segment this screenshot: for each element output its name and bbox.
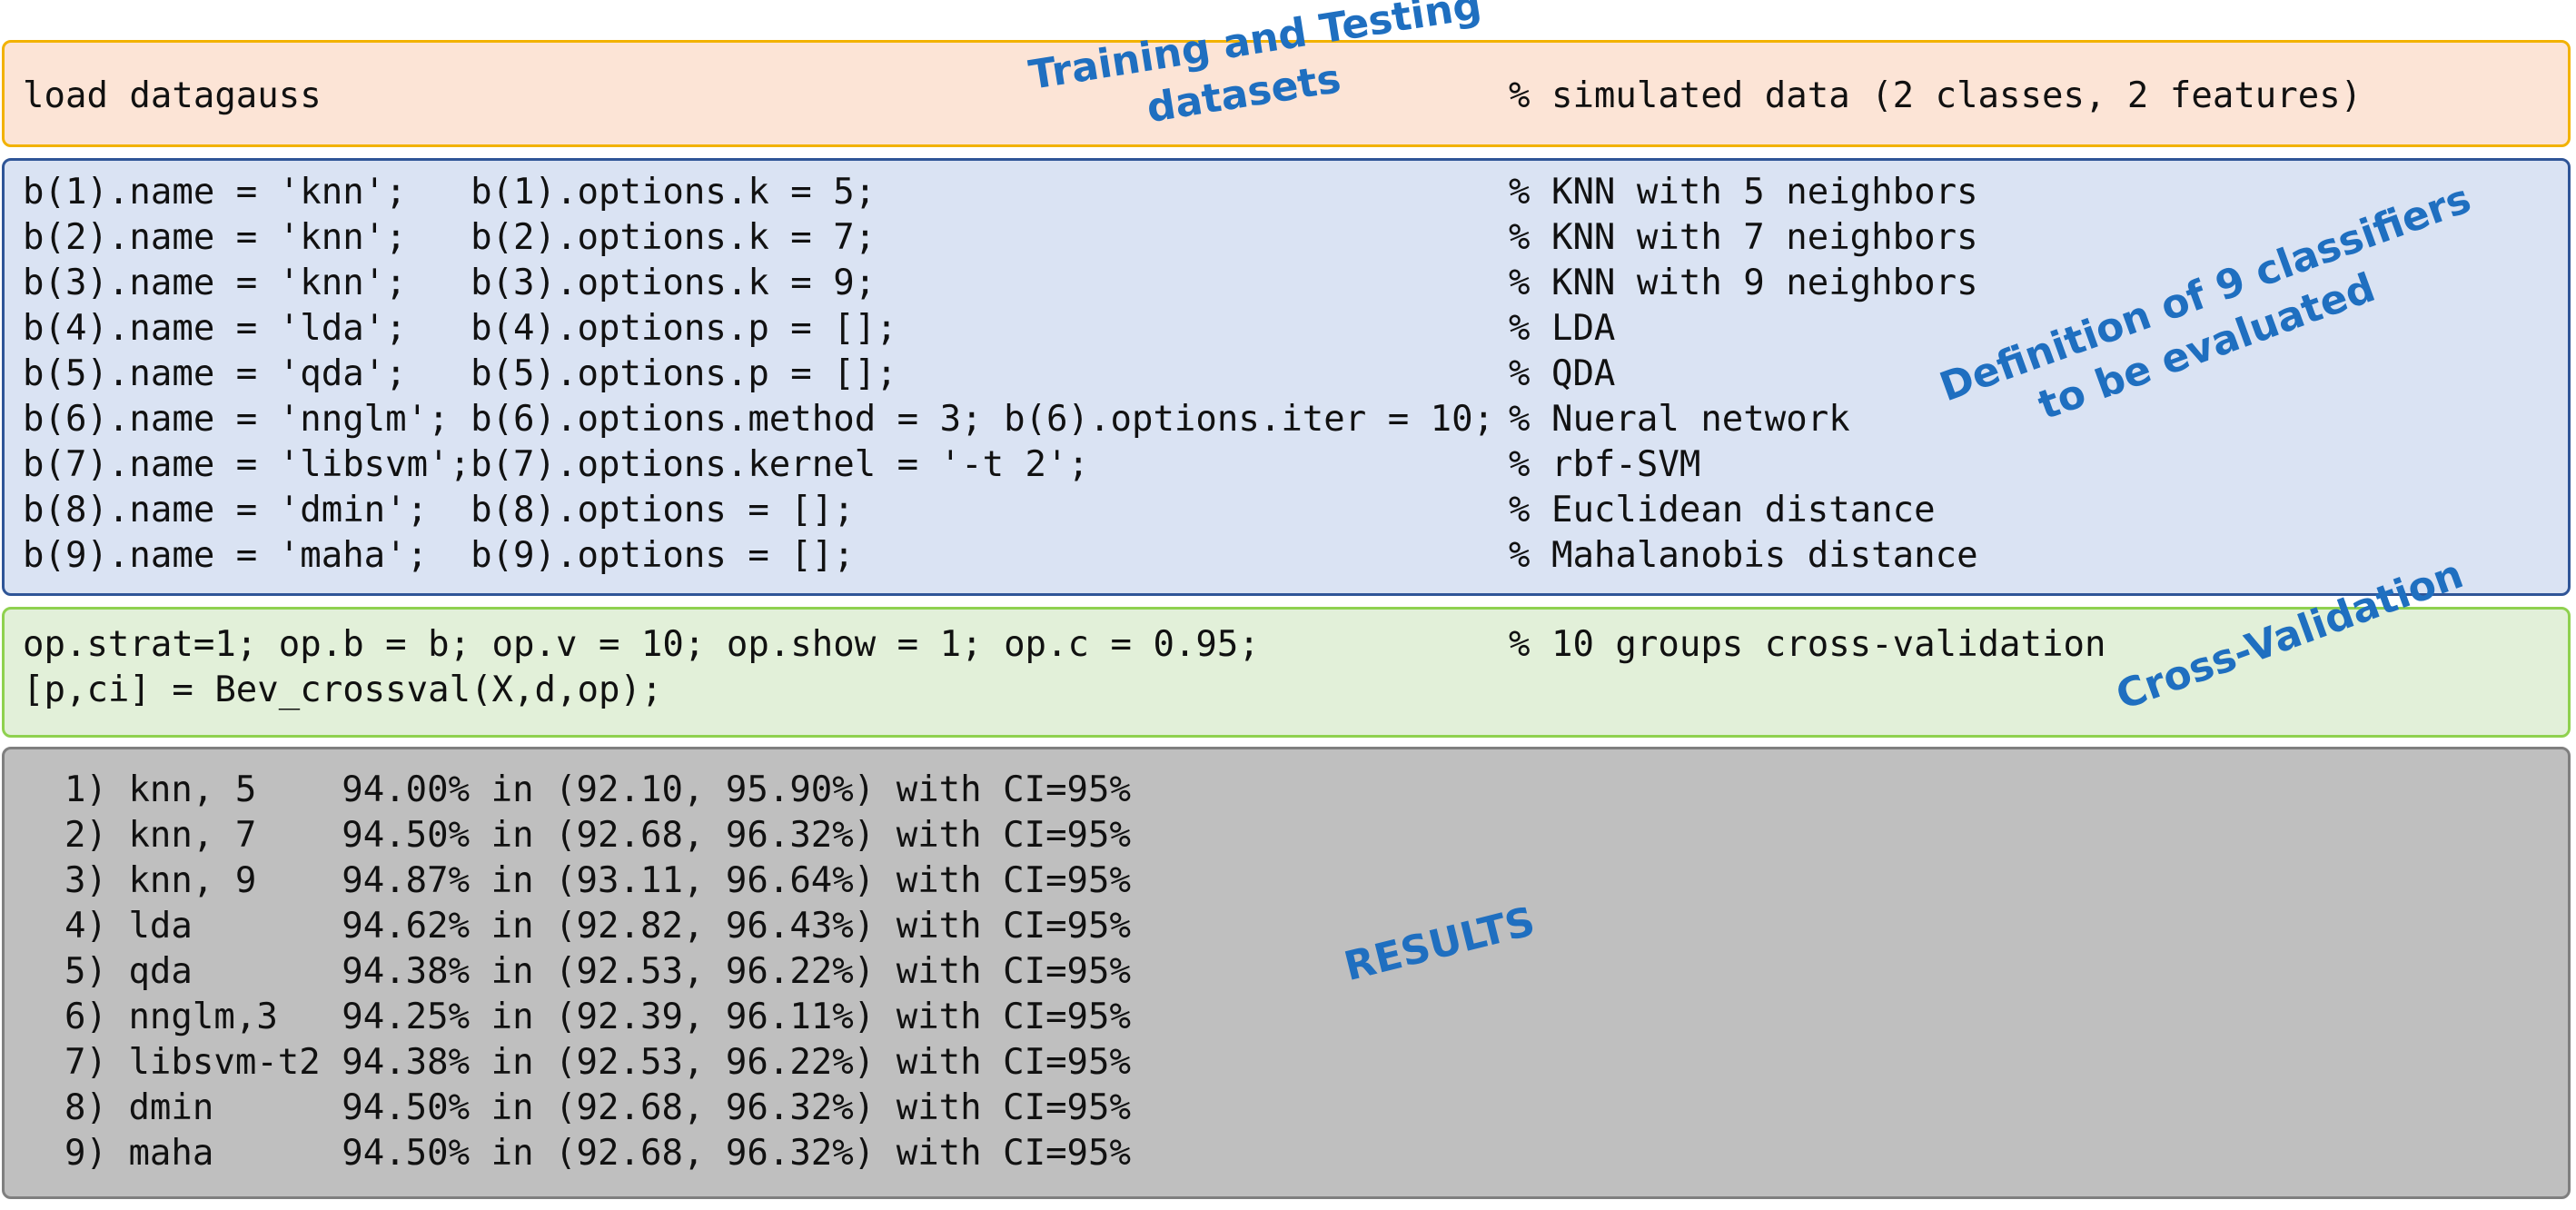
code-comment: % rbf-SVM (1509, 444, 1701, 485)
code-comment: % Euclidean distance (1509, 490, 1936, 531)
cross-validation-panel: op.strat=1; op.b = b; op.v = 10; op.show… (2, 607, 2571, 738)
result-line: 4) lda 94.62% in (92.82, 96.43%) with CI… (64, 906, 1131, 947)
code-line: b(4).name = 'lda'; b(4).options.p = []; … (23, 306, 1615, 352)
code-line: [p,ci] = Bev_crossval(X,d,op); (23, 668, 662, 713)
code-text: b(7).name = 'libsvm';b(7).options.kernel… (23, 444, 1089, 485)
result-line: 6) nnglm,3 94.25% in (92.39, 96.11%) wit… (64, 997, 1131, 1037)
code-text: op.strat=1; op.b = b; op.v = 10; op.show… (23, 624, 1260, 665)
code-line: b(7).name = 'libsvm';b(7).options.kernel… (23, 442, 1700, 488)
code-text: b(5).name = 'qda'; b(5).options.p = []; (23, 353, 897, 394)
code-line: b(1).name = 'knn'; b(1).options.k = 5; %… (23, 170, 1978, 215)
code-text: b(9).name = 'maha'; b(9).options = []; (23, 535, 855, 576)
code-text: load datagauss (23, 75, 322, 116)
code-text: b(1).name = 'knn'; b(1).options.k = 5; (23, 172, 877, 213)
code-text: b(4).name = 'lda'; b(4).options.p = []; (23, 308, 897, 349)
code-line: b(5).name = 'qda'; b(5).options.p = []; … (23, 352, 1615, 397)
code-comment: % QDA (1509, 353, 1616, 394)
load-data-panel: load datagauss % simulated data (2 class… (2, 40, 2571, 147)
result-line: 3) knn, 9 94.87% in (93.11, 96.64%) with… (64, 860, 1131, 901)
code-line: b(8).name = 'dmin'; b(8).options = []; %… (23, 488, 1936, 533)
code-line: b(3).name = 'knn'; b(3).options.k = 9; %… (23, 261, 1978, 306)
results-panel: 1) knn, 5 94.00% in (92.10, 95.90%) with… (2, 747, 2571, 1199)
code-comment: % simulated data (2 classes, 2 features) (1509, 75, 2363, 116)
code-comment: % KNN with 7 neighbors (1509, 217, 1978, 258)
result-line: 9) maha 94.50% in (92.68, 96.32%) with C… (64, 1133, 1131, 1174)
result-line: 5) qda 94.38% in (92.53, 96.22%) with CI… (64, 951, 1131, 992)
code-line: b(6).name = 'nnglm'; b(6).options.method… (23, 397, 1850, 442)
code-comment: % LDA (1509, 308, 1616, 349)
code-comment: % Mahalanobis distance (1509, 535, 1978, 576)
code-text: b(8).name = 'dmin'; b(8).options = []; (23, 490, 855, 531)
result-line: 8) dmin 94.50% in (92.68, 96.32%) with C… (64, 1087, 1131, 1128)
code-comment: % 10 groups cross-validation (1509, 624, 2106, 665)
classifier-definition-panel: b(1).name = 'knn'; b(1).options.k = 5; %… (2, 158, 2571, 596)
code-text: b(3).name = 'knn'; b(3).options.k = 9; (23, 263, 877, 303)
code-text: b(6).name = 'nnglm'; b(6).options.method… (23, 399, 1495, 440)
result-line: 2) knn, 7 94.50% in (92.68, 96.32%) with… (64, 815, 1131, 856)
code-line: op.strat=1; op.b = b; op.v = 10; op.show… (23, 622, 2105, 668)
code-line: load datagauss % simulated data (2 class… (23, 74, 2362, 119)
code-line: b(9).name = 'maha'; b(9).options = []; %… (23, 533, 1978, 579)
result-line: 7) libsvm-t2 94.38% in (92.53, 96.22%) w… (64, 1042, 1131, 1083)
result-line: 1) knn, 5 94.00% in (92.10, 95.90%) with… (64, 769, 1131, 810)
code-line: b(2).name = 'knn'; b(2).options.k = 7; %… (23, 215, 1978, 261)
code-text: [p,ci] = Bev_crossval(X,d,op); (23, 669, 663, 710)
code-text: b(2).name = 'knn'; b(2).options.k = 7; (23, 217, 877, 258)
code-comment: % KNN with 5 neighbors (1509, 172, 1978, 213)
code-comment: % Nueral network (1509, 399, 1850, 440)
code-comment: % KNN with 9 neighbors (1509, 263, 1978, 303)
